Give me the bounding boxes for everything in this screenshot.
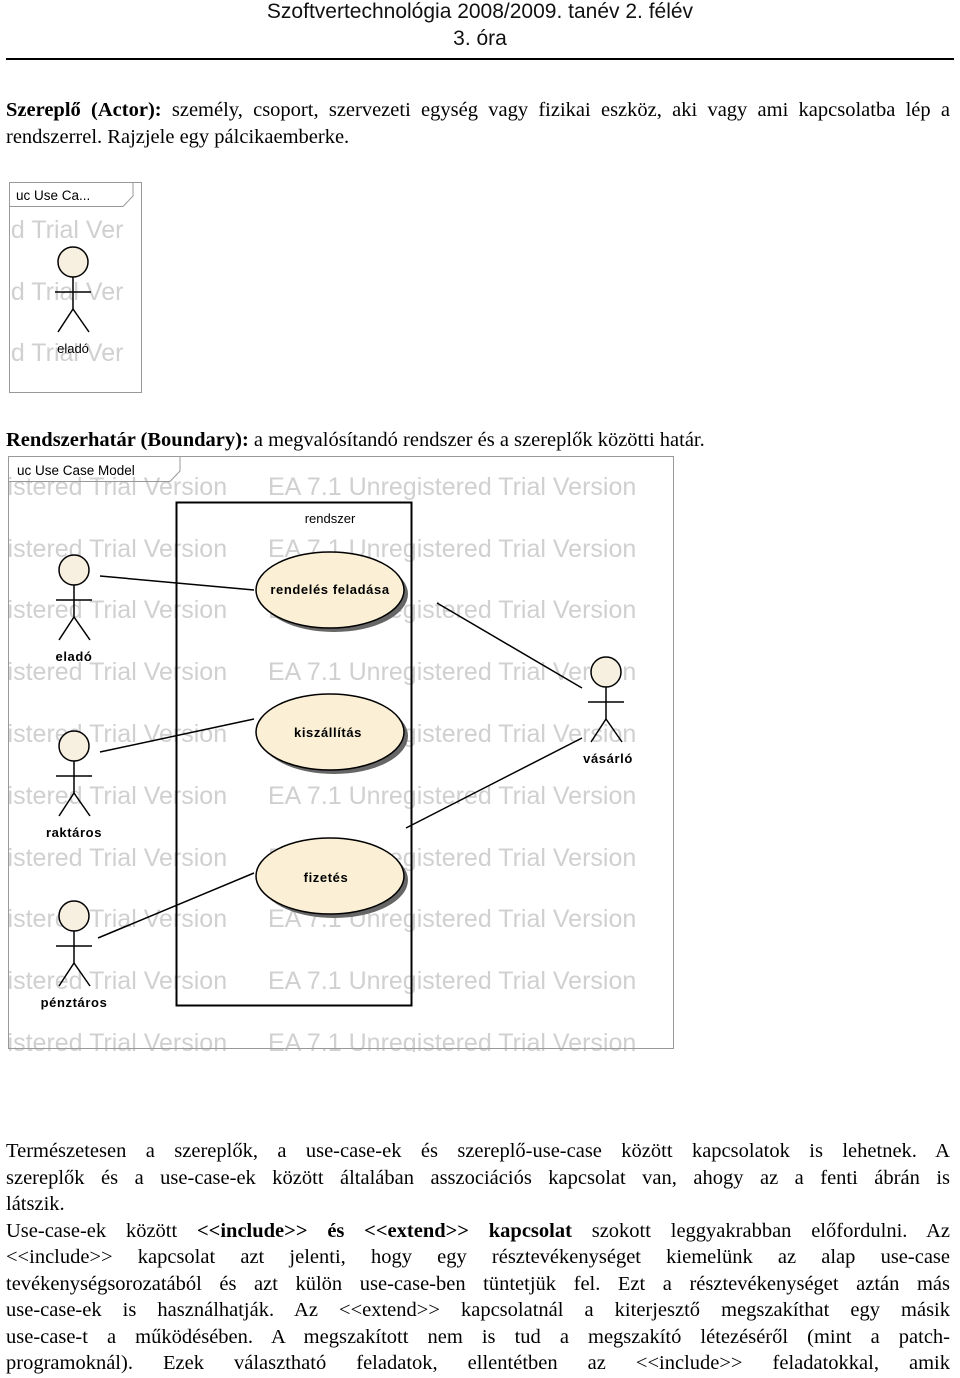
paragraph-line: <<include>> kapcsolat azt jelenti, hogy … (6, 1246, 950, 1268)
watermark-text: EA 7.1 Unregistered Trial Version (268, 658, 636, 686)
actor-text: személy, csoport, szervezeti egység vagy… (6, 99, 950, 148)
association-line (99, 718, 255, 753)
paragraph-line: use-case-t a működésében. A megszakított… (6, 1325, 950, 1348)
association-line (436, 602, 583, 689)
page-header-subtitle: 3. óra (453, 27, 507, 50)
watermark-text: EA 7.1 Unregistered Trial Version (268, 967, 636, 995)
watermark-text: jistered Trial Version (8, 782, 227, 810)
watermark-text: ed Trial Ver (9, 339, 123, 367)
actor-eladó-icon (55, 246, 91, 333)
use-case-label: fizetés (304, 870, 349, 885)
watermark-layer: ed Trial Ver ed Trial Ver ed Trial Ver (9, 216, 123, 367)
actor-term: Szereplő (Actor): (6, 99, 162, 121)
paragraph-line: szereplők és a use-case-ek között általá… (6, 1166, 950, 1189)
boundary-definition: Rendszerhatár (Boundary): a megvalósítan… (6, 427, 950, 454)
use-case-fizetes: fizetés (255, 837, 408, 918)
actor-label: raktáros (46, 825, 102, 840)
paragraph-line: tevékenységsorozatából és azt külön use-… (6, 1272, 950, 1295)
watermark-text: EA 7.1 Unregistered Trial Version (268, 473, 636, 501)
use-case-label: rendelés feladása (270, 582, 389, 597)
use-case-label: kiszállítás (294, 725, 362, 740)
boundary-term: Rendszerhatár (Boundary): (6, 429, 249, 451)
header-rule (6, 58, 954, 60)
watermark-text: jistered Trial Version (8, 905, 227, 933)
system-boundary (175, 501, 413, 1007)
association-line (405, 737, 583, 829)
frame-title: uc Use Case Model (17, 463, 135, 478)
watermark-text: EA 7.1 Unregistered Trial Version (268, 1029, 636, 1052)
actor-vasarlo-icon (588, 656, 624, 743)
paragraph-line: látszik. (6, 1193, 65, 1215)
paragraph-rest: szokott leggyakrabban előfordulni. Az (571, 1219, 950, 1242)
system-boundary-label: rendszer (305, 511, 356, 526)
use-case-kiszallitas: kiszállítás (255, 693, 408, 774)
watermark-layer: jistered Trial Version EA 7.1 Unregister… (8, 473, 636, 1052)
actor-label: eladó (56, 649, 93, 664)
actor-elado-icon (56, 554, 92, 641)
actor-label: eladó (57, 341, 89, 356)
use-case-diagram: jistered Trial Version EA 7.1 Unregister… (8, 456, 676, 1052)
paragraph-line: Use-case-ek között <<include>> és <<exte… (6, 1218, 950, 1245)
diagram-frame (8, 456, 674, 1049)
actor-label: pénztáros (41, 995, 108, 1010)
boundary-text: a megvalósítandó rendszer és a szereplők… (248, 429, 705, 451)
paragraph-emphasis: <<include>> és <<extend>> kapcsolat (197, 1219, 572, 1242)
watermark-text: jistered Trial Version (8, 535, 227, 563)
watermark-text: EA 7.1 Unregistered Trial Version (268, 782, 636, 810)
watermark-text: jistered Trial Version (8, 844, 227, 872)
diagram-frame (9, 182, 142, 393)
paragraph-line: programoknál). Ezek választható feladato… (6, 1352, 950, 1374)
association-line (99, 575, 255, 591)
paragraph-line: use-case-ek is használhatják. Az <<exten… (6, 1299, 950, 1321)
paragraph-line: Természetesen a szereplők, a use-case-ek… (6, 1140, 950, 1162)
watermark-text: jistered Trial Version (8, 1029, 227, 1052)
watermark-text: jistered Trial Version (8, 658, 227, 686)
frame-title-tab (8, 456, 181, 482)
frame-title-tab (9, 182, 134, 207)
paragraph-lead: Use-case-ek között (6, 1219, 197, 1242)
page-header-title: Szoftvertechnológia 2008/2009. tanév 2. … (266, 0, 694, 23)
watermark-text: ed Trial Ver (9, 216, 123, 244)
watermark-text: jistered Trial Version (8, 720, 227, 748)
actor-diagram: ed Trial Ver ed Trial Ver ed Trial Ver u… (9, 182, 143, 394)
use-case-rendeles-feladasa: rendelés feladása (255, 551, 408, 632)
actor-raktaros-icon (56, 730, 92, 817)
frame-title: uc Use Ca... (16, 188, 90, 203)
watermark-text: jistered Trial Version (8, 967, 227, 995)
actor-penztaros-icon (56, 900, 92, 987)
watermark-text: jistered Trial Version (8, 596, 227, 624)
actor-label: vásárló (583, 751, 633, 766)
association-line (97, 872, 255, 939)
actor-definition: Szereplő (Actor): személy, csoport, szer… (6, 97, 950, 150)
watermark-text: jistered Trial Version (8, 473, 227, 501)
